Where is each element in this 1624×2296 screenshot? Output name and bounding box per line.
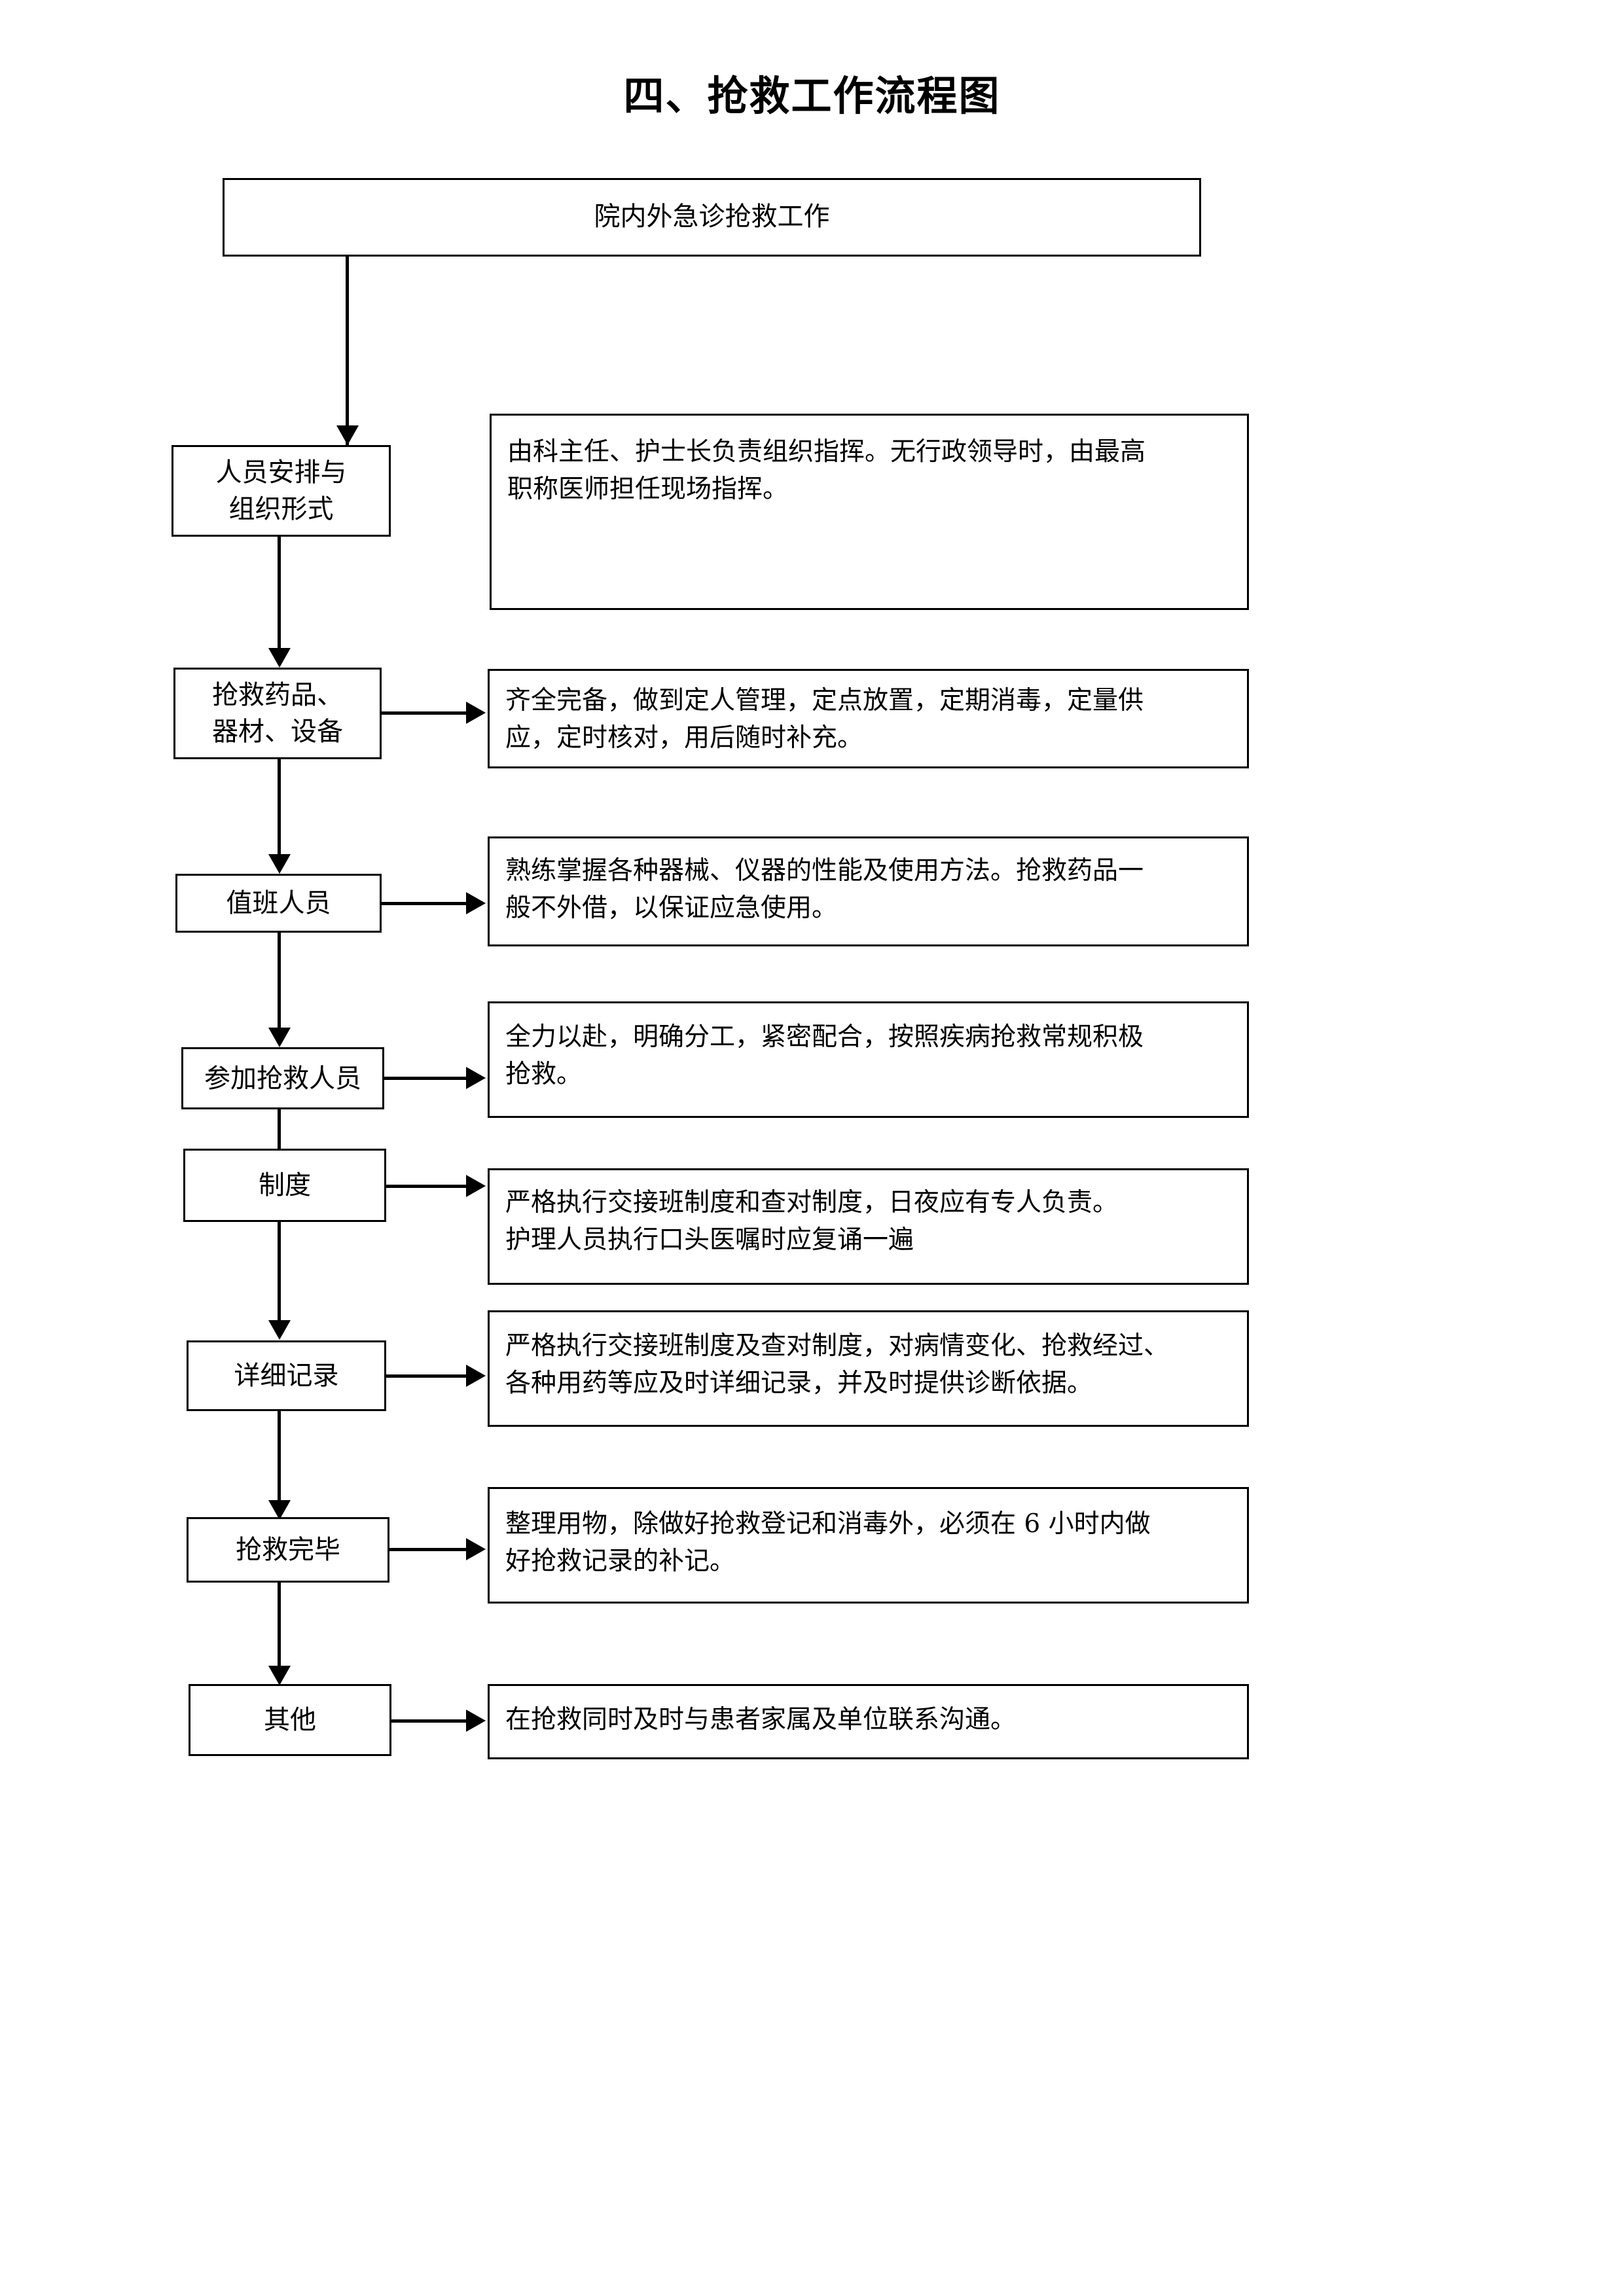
desc-box-3: 熟练掌握各种器械、仪器的性能及使用方法。抢救药品一 般不外借，以保证应急使用。: [488, 836, 1249, 946]
flow-header-label: 院内外急诊抢救工作: [594, 202, 830, 232]
desc-box-7: 整理用物，除做好抢救登记和消毒外，必须在 6 小时内做 好抢救记录的补记。: [488, 1487, 1249, 1604]
connector-row1-to-row2: [278, 537, 281, 651]
stage-box-2: 抢救药品、 器材、设备: [173, 668, 382, 759]
page-title: 四、抢救工作流程图: [623, 72, 1001, 120]
connector-row5-to-row6: [278, 1222, 281, 1323]
desc-label-4-line-1: 全力以赴，明确分工，紧密配合，按照疾病抢救常规积极: [505, 1022, 1144, 1052]
desc-label-2-line-1: 齐全完备，做到定人管理，定点放置，定期消毒，定量供: [505, 686, 1144, 715]
stage-box-7: 抢救完毕: [187, 1517, 389, 1583]
connector-row8-stage-to-desc: [391, 1719, 467, 1723]
arrowhead-row6-to-row7: [268, 1500, 291, 1520]
desc-label-1-line-2: 职称医师担任现场指挥。: [507, 474, 789, 504]
stage-label-2-line-2: 器材、设备: [212, 717, 343, 747]
flow-header-box: 院内外急诊抢救工作: [223, 178, 1201, 257]
desc-label-7-line-2: 好抢救记录的补记。: [505, 1546, 736, 1576]
desc-label-2-line-2: 应，定时核对，用后随时补充。: [505, 723, 863, 753]
stage-label-1-line-2: 组织形式: [228, 494, 334, 524]
stage-label-2-line-1: 抢救药品、: [212, 680, 343, 710]
stage-label-8-line-1: 其他: [264, 1705, 316, 1735]
connector-row6-to-row7: [278, 1411, 281, 1503]
connector-header-to-row1: [346, 257, 349, 445]
connector-row2-to-row3: [278, 759, 281, 857]
arrowhead-row6-stage-to-desc: [466, 1365, 486, 1387]
arrowhead-row2-stage-to-desc: [466, 702, 486, 724]
desc-label-5-line-1: 严格执行交接班制度和查对制度，日夜应有专人负责。: [505, 1188, 1119, 1217]
arrowhead-row3-to-row4: [268, 1028, 291, 1047]
connector-row3-to-row4: [278, 933, 281, 1031]
desc-box-2: 齐全完备，做到定人管理，定点放置，定期消毒，定量供 应，定时核对，用后随时补充。: [488, 669, 1249, 768]
desc-label-6-line-1: 严格执行交接班制度及查对制度，对病情变化、抢救经过、: [505, 1331, 1170, 1361]
arrowhead-row4-stage-to-desc: [466, 1067, 486, 1089]
arrowhead-row7-to-row8: [268, 1666, 291, 1685]
stage-label-4-line-1: 参加抢救人员: [204, 1063, 361, 1094]
stage-box-3: 值班人员: [175, 874, 382, 933]
desc-box-5: 严格执行交接班制度和查对制度，日夜应有专人负责。 护理人员执行口头医嘱时应复诵一…: [488, 1168, 1249, 1285]
desc-box-1: 由科主任、护士长负责组织指挥。无行政领导时，由最高 职称医师担任现场指挥。: [490, 414, 1249, 610]
connector-row7-to-row8: [278, 1583, 281, 1668]
desc-label-8-line-1: 在抢救同时及时与患者家属及单位联系沟通。: [505, 1705, 1017, 1734]
desc-label-7-line-1: 整理用物，除做好抢救登记和消毒外，必须在 6 小时内做: [505, 1509, 1151, 1539]
stage-label-6-line-1: 详细记录: [234, 1361, 339, 1391]
stage-label-3-line-1: 值班人员: [226, 888, 331, 918]
desc-label-3-line-2: 般不外借，以保证应急使用。: [505, 893, 838, 923]
desc-label-6-line-2: 各种用药等应及时详细记录，并及时提供诊断依据。: [505, 1368, 1093, 1398]
arrowhead-row5-to-row6: [268, 1320, 291, 1340]
desc-label-3-line-1: 熟练掌握各种器械、仪器的性能及使用方法。抢救药品一: [505, 856, 1144, 886]
desc-label-1-line-1: 由科主任、护士长负责组织指挥。无行政领导时，由最高: [507, 437, 1146, 467]
connector-row7-stage-to-desc: [389, 1548, 467, 1551]
stage-box-8: 其他: [189, 1684, 391, 1756]
connector-row6-stage-to-desc: [386, 1374, 467, 1378]
connector-row4-stage-to-desc: [384, 1077, 467, 1080]
stage-box-4: 参加抢救人员: [181, 1047, 384, 1109]
arrowhead-row1-to-row2: [268, 648, 291, 668]
stage-box-5: 制度: [183, 1149, 386, 1222]
arrowhead-row5-stage-to-desc: [466, 1175, 486, 1197]
arrowhead-row2-to-row3: [268, 854, 291, 874]
arrowhead-header-to-row1: [336, 425, 359, 445]
stage-label-1-line-1: 人员安排与: [215, 457, 347, 488]
connector-row5-stage-to-desc: [386, 1185, 467, 1188]
desc-box-6: 严格执行交接班制度及查对制度，对病情变化、抢救经过、 各种用药等应及时详细记录，…: [488, 1310, 1249, 1427]
desc-label-5-line-2: 护理人员执行口头医嘱时应复诵一遍: [505, 1225, 914, 1255]
stage-box-6: 详细记录: [187, 1340, 386, 1411]
arrowhead-row7-stage-to-desc: [466, 1538, 486, 1560]
desc-label-4-line-2: 抢救。: [505, 1059, 583, 1089]
desc-box-4: 全力以赴，明确分工，紧密配合，按照疾病抢救常规积极 抢救。: [488, 1001, 1249, 1118]
stage-label-7-line-1: 抢救完毕: [236, 1535, 340, 1565]
connector-row3-stage-to-desc: [382, 902, 467, 905]
arrowhead-row3-stage-to-desc: [466, 892, 486, 914]
stage-box-1: 人员安排与 组织形式: [171, 445, 391, 537]
stage-label-5-line-1: 制度: [259, 1170, 311, 1200]
connector-row2-stage-to-desc: [382, 711, 467, 715]
arrowhead-row8-stage-to-desc: [466, 1710, 486, 1732]
desc-box-8: 在抢救同时及时与患者家属及单位联系沟通。: [488, 1684, 1249, 1759]
